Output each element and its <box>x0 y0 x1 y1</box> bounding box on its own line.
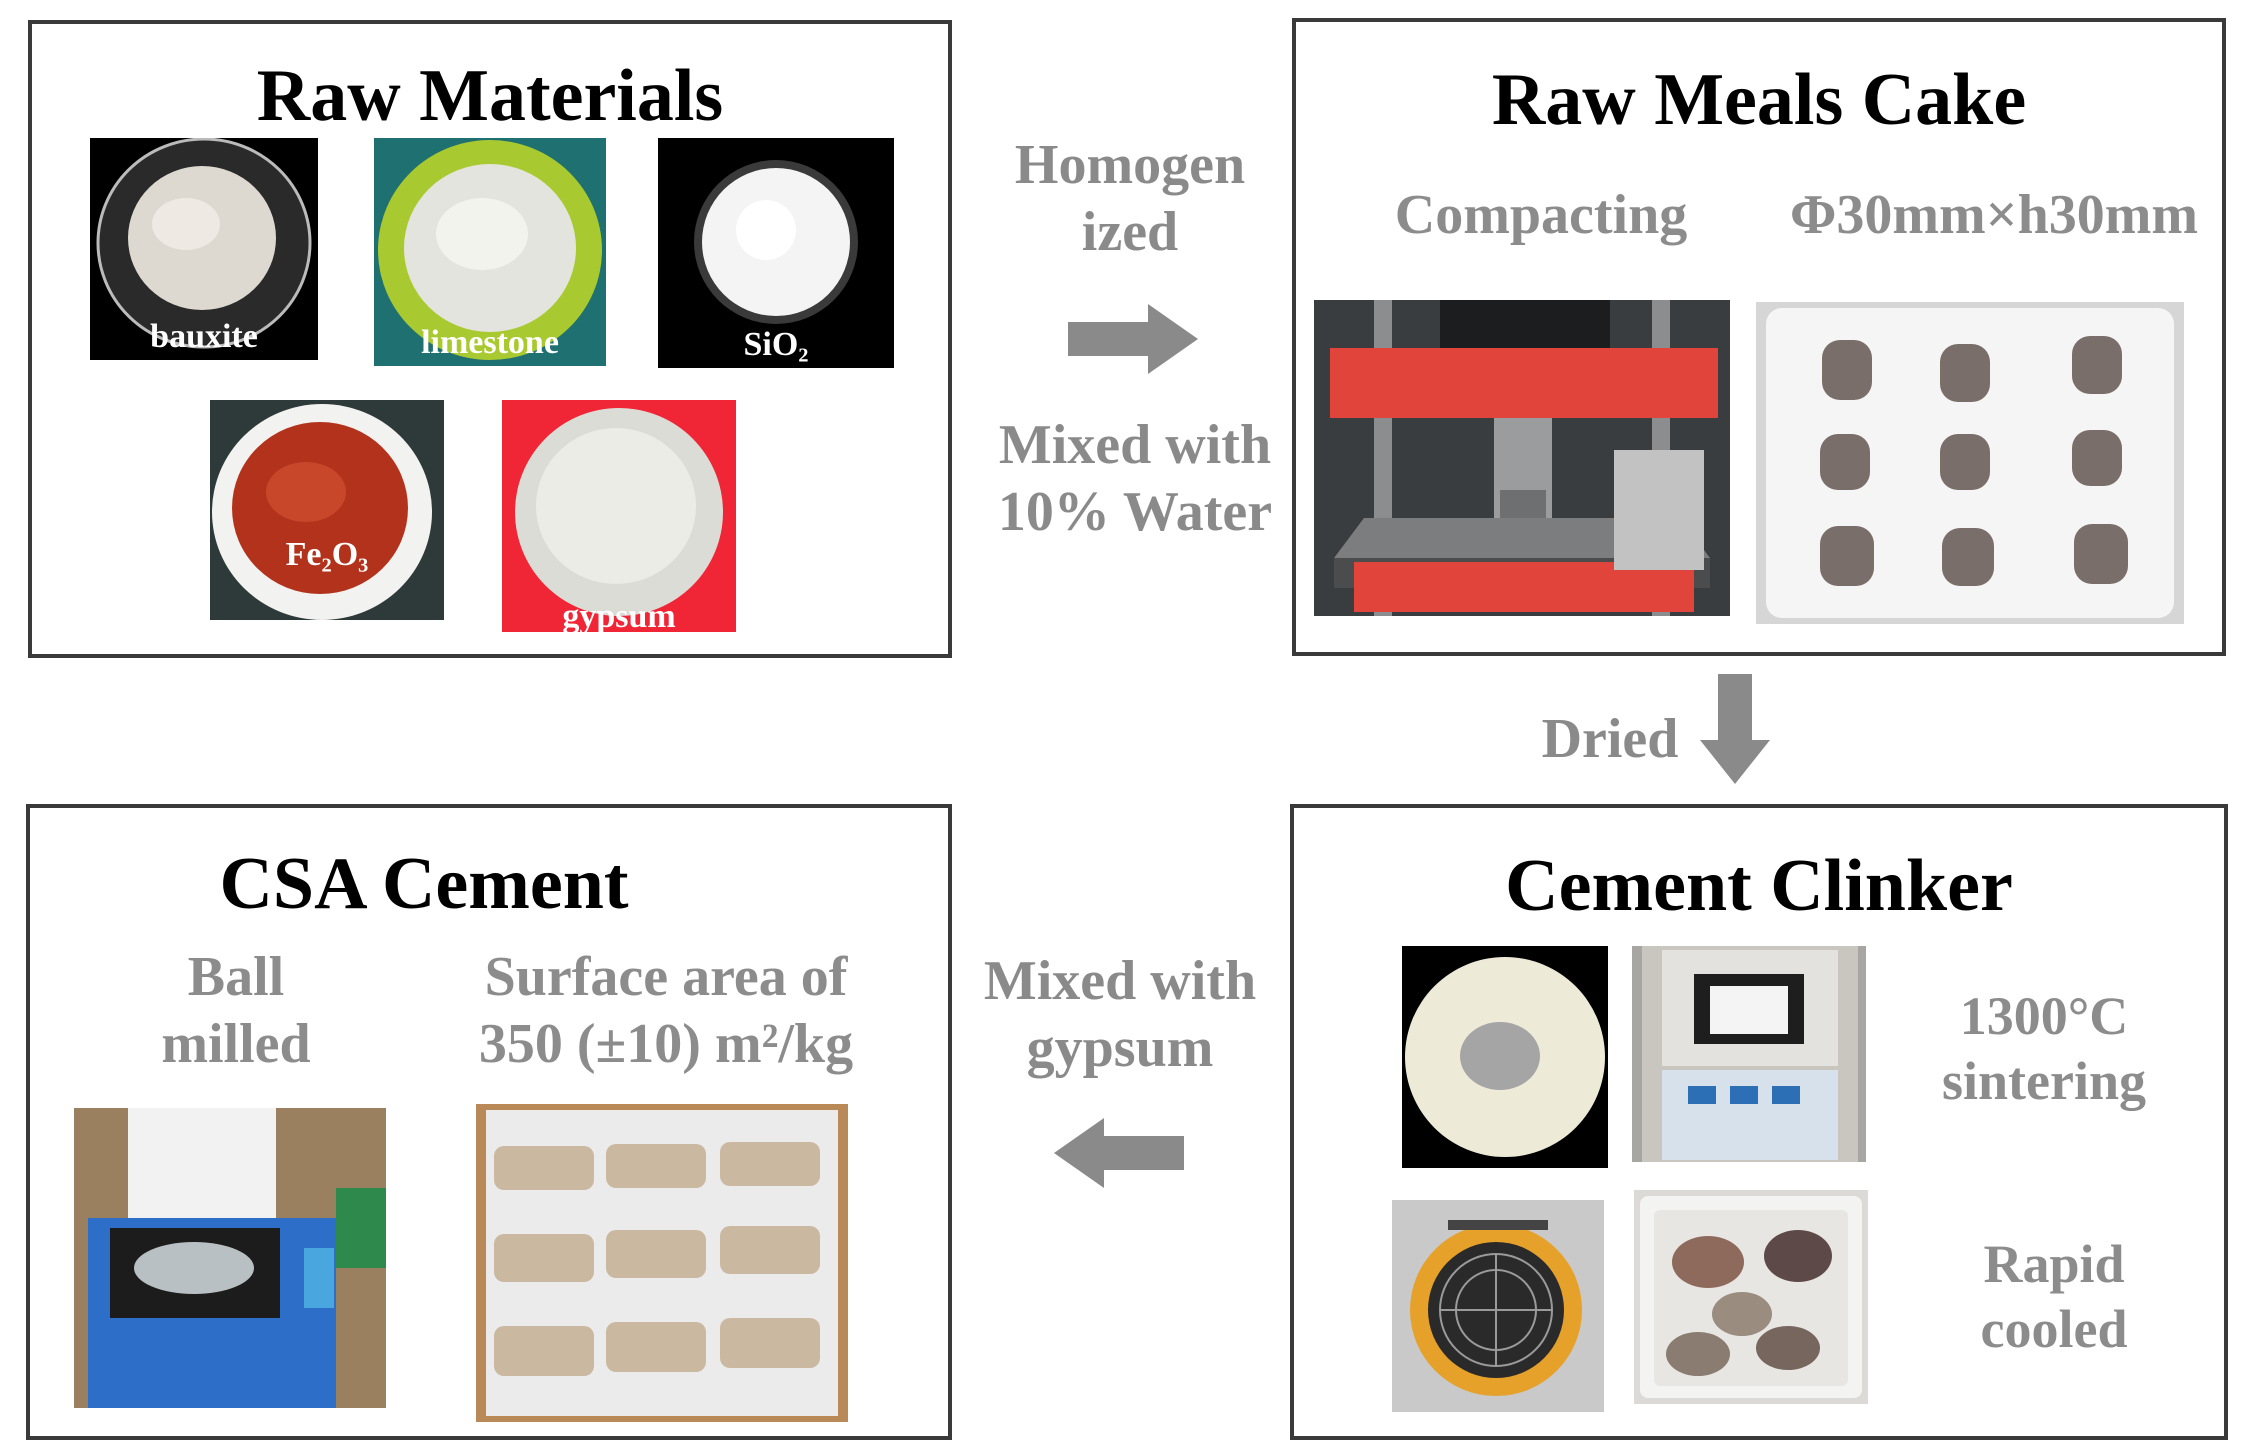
fe2o3-label: Fe₂O₃ <box>285 536 369 573</box>
cooling-fan-photo <box>1392 1200 1604 1412</box>
compacting-press-photo <box>1314 300 1730 616</box>
raw-meals-cake-panel: Raw Meals Cake Compacting Φ30mm×h30mm <box>1292 18 2226 656</box>
surface-area-caption: Surface area of 350 (±10) m²/kg <box>478 946 854 1076</box>
raw-meals-cake-title: Raw Meals Cake <box>1491 59 2027 141</box>
right-arrow-icon <box>1068 304 1198 374</box>
sio2-photo: SiO₂ <box>658 138 894 368</box>
sio2-label: SiO₂ <box>743 326 809 363</box>
homogenized-caption: Homogen ized <box>1014 134 1246 264</box>
muffle-furnace-photo <box>1632 946 1866 1162</box>
csa-cement-panel: CSA Cement Ball milled Surface area of 3… <box>26 804 952 1440</box>
cement-clinker-panel: Cement Clinker 1300°C sintering <box>1290 804 2228 1440</box>
limestone-label: limestone <box>421 324 559 361</box>
cement-clinker-title: Cement Clinker <box>1505 845 2013 927</box>
compacting-caption: Compacting <box>1394 184 1688 246</box>
dimension-caption: Φ30mm×h30mm <box>1789 184 2199 246</box>
dried-caption: Dried <box>1541 708 1679 770</box>
clinker-disc-photo <box>1402 946 1608 1168</box>
raw-materials-panel: Raw Materials bauxite limestone SiO₂ <box>28 20 952 658</box>
left-arrow-icon <box>1054 1118 1184 1188</box>
gypsum-photo: gypsum <box>502 400 736 632</box>
ball-milled-caption: Ball milled <box>161 946 311 1076</box>
cement-powder-bags-photo <box>476 1104 848 1422</box>
mixed-water-caption: Mixed with 10% Water <box>997 414 1273 544</box>
down-arrow-icon <box>1700 674 1770 784</box>
rapid-cooled-caption: Rapid cooled <box>1980 1234 2128 1359</box>
bauxite-label: bauxite <box>150 318 258 355</box>
bauxite-photo: bauxite <box>90 138 318 360</box>
rapid-cooled-clinker-photo <box>1634 1190 1868 1404</box>
sintering-caption: 1300°C sintering <box>1941 986 2146 1111</box>
gypsum-label: gypsum <box>562 598 676 632</box>
csa-cement-title: CSA Cement <box>219 843 629 925</box>
raw-materials-title: Raw Materials <box>256 55 724 137</box>
limestone-photo: limestone <box>374 138 606 366</box>
fe2o3-photo: Fe₂O₃ <box>210 400 444 620</box>
ball-mill-photo <box>74 1108 386 1408</box>
mixed-gypsum-caption: Mixed with gypsum <box>983 950 1257 1080</box>
raw-meal-cakes-tray-photo <box>1756 302 2184 624</box>
